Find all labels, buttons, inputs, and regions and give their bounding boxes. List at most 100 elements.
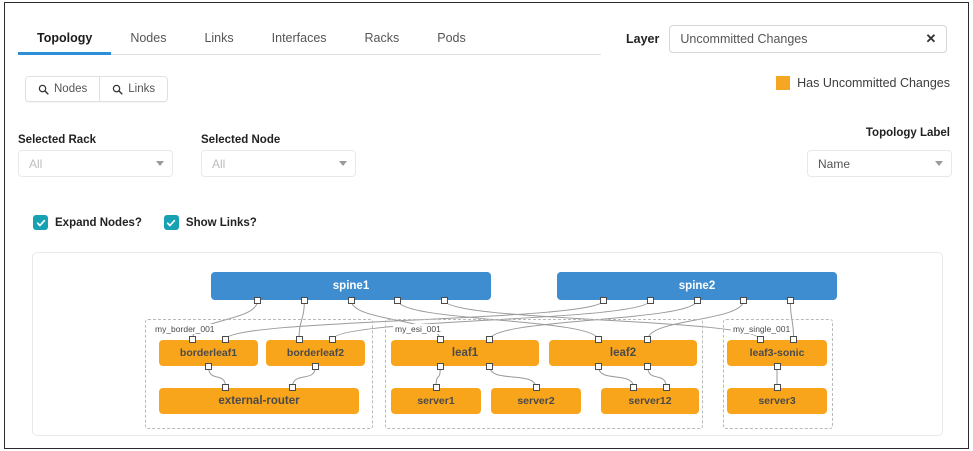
node-port[interactable]: [394, 297, 402, 304]
search-links-button[interactable]: Links: [99, 77, 168, 101]
node-port[interactable]: [205, 363, 212, 370]
node-port[interactable]: [347, 297, 355, 304]
selected-rack-select[interactable]: All: [18, 150, 173, 177]
search-icon: [38, 84, 49, 95]
topology-node[interactable]: leaf3-sonic: [727, 336, 827, 370]
node-port[interactable]: [773, 384, 781, 391]
node-port[interactable]: [740, 297, 748, 304]
node-label: leaf1: [451, 347, 479, 359]
checkbox-label: Show Links?: [185, 216, 257, 229]
topology-link: [489, 299, 698, 341]
node-port[interactable]: [532, 384, 540, 391]
selected-node-value: All: [212, 156, 226, 171]
node-port[interactable]: [646, 297, 654, 304]
topology-node[interactable]: borderleaf2: [266, 336, 365, 370]
node-port[interactable]: [432, 384, 440, 391]
node-port[interactable]: [440, 297, 448, 304]
topology-node[interactable]: leaf2: [549, 336, 697, 370]
layer-control: Layer Uncommitted Changes ✕: [626, 25, 948, 53]
node-port[interactable]: [630, 384, 638, 391]
topology-node[interactable]: server12: [601, 384, 699, 414]
node-port[interactable]: [594, 336, 602, 343]
node-port[interactable]: [693, 297, 701, 304]
node-label: leaf2: [609, 347, 637, 359]
node-port[interactable]: [222, 384, 230, 391]
search-nodes-button[interactable]: Nodes: [26, 77, 100, 101]
rack-name-label: my_esi_001: [393, 324, 443, 334]
node-port[interactable]: [300, 297, 308, 304]
node-port[interactable]: [188, 336, 196, 343]
node-port[interactable]: [436, 336, 444, 343]
rack-name-label: my_border_001: [153, 324, 217, 334]
checkbox-expand-nodes[interactable]: Expand Nodes?: [33, 215, 142, 230]
topology-link: [331, 299, 651, 341]
node-port[interactable]: [486, 363, 494, 370]
tab-pods[interactable]: Pods: [437, 31, 466, 45]
topology-link: [489, 365, 537, 389]
check-icon: [33, 215, 48, 230]
tab-topology[interactable]: Topology: [18, 31, 112, 55]
chevron-down-icon: [935, 161, 943, 166]
topology-node[interactable]: spine2: [557, 272, 837, 304]
node-port[interactable]: [644, 336, 652, 343]
node-label: borderleaf2: [286, 347, 345, 359]
node-port[interactable]: [288, 384, 296, 391]
topology-canvas[interactable]: my_border_001 my_esi_001 my_single_001 spi…: [32, 252, 943, 436]
node-label: spine2: [678, 280, 716, 292]
topology-node[interactable]: borderleaf1: [159, 336, 258, 370]
node-label: server2: [517, 395, 555, 407]
tab-bar: Topology Nodes Links Interfaces Racks Pods: [18, 21, 601, 55]
topology-node[interactable]: server3: [727, 384, 827, 414]
checkbox-show-links[interactable]: Show Links?: [163, 215, 257, 230]
topology-node[interactable]: spine1: [211, 272, 491, 304]
node-label: borderleaf1: [179, 347, 238, 359]
tab-nodes[interactable]: Nodes: [130, 31, 167, 45]
node-port[interactable]: [312, 363, 319, 370]
topology-node[interactable]: external-router: [159, 384, 359, 414]
node-port[interactable]: [662, 384, 670, 391]
node-port[interactable]: [221, 336, 229, 343]
topology-link: [298, 299, 305, 341]
rack-group: my_single_001: [723, 319, 833, 429]
selected-rack-label: Selected Rack: [18, 134, 96, 146]
legend-color-swatch: [776, 76, 791, 90]
node-port[interactable]: [594, 363, 602, 370]
node-label: spine1: [332, 280, 370, 292]
node-port[interactable]: [254, 297, 262, 304]
layer-label: Layer: [626, 32, 660, 46]
topology-link: [597, 365, 635, 389]
node-label: server3: [758, 395, 796, 407]
topology-link: [647, 299, 745, 341]
close-icon[interactable]: ✕: [925, 31, 937, 46]
topology-node[interactable]: server2: [491, 384, 581, 414]
topology-label-select[interactable]: Name: [807, 150, 952, 177]
node-label: leaf3-sonic: [749, 347, 805, 359]
topology-label-value: Name: [818, 156, 851, 171]
node-port[interactable]: [486, 336, 494, 343]
tab-links[interactable]: Links: [204, 31, 234, 45]
node-port[interactable]: [295, 336, 303, 343]
node-label: server1: [417, 395, 455, 407]
legend-label: Has Uncommitted Changes: [797, 76, 950, 90]
topology-node[interactable]: leaf1: [391, 336, 539, 370]
node-label: external-router: [218, 395, 300, 407]
node-port[interactable]: [773, 363, 781, 370]
node-port[interactable]: [328, 336, 336, 343]
chevron-down-icon: [339, 161, 347, 166]
node-port[interactable]: [756, 336, 764, 343]
selected-node-select[interactable]: All: [201, 150, 356, 177]
node-port[interactable]: [786, 297, 794, 304]
node-port[interactable]: [600, 297, 608, 304]
layer-select[interactable]: Uncommitted Changes ✕: [669, 25, 948, 53]
node-port[interactable]: [790, 336, 798, 343]
search-links-label: Links: [128, 83, 156, 95]
selected-node-label: Selected Node: [201, 134, 281, 146]
node-port[interactable]: [436, 363, 444, 370]
tab-interfaces[interactable]: Interfaces: [271, 31, 327, 45]
node-port[interactable]: [644, 363, 652, 370]
search-nodes-label: Nodes: [54, 83, 88, 95]
search-button-group: Nodes Links: [25, 76, 169, 102]
tab-racks[interactable]: Racks: [364, 31, 400, 45]
topology-node[interactable]: server1: [391, 384, 481, 414]
